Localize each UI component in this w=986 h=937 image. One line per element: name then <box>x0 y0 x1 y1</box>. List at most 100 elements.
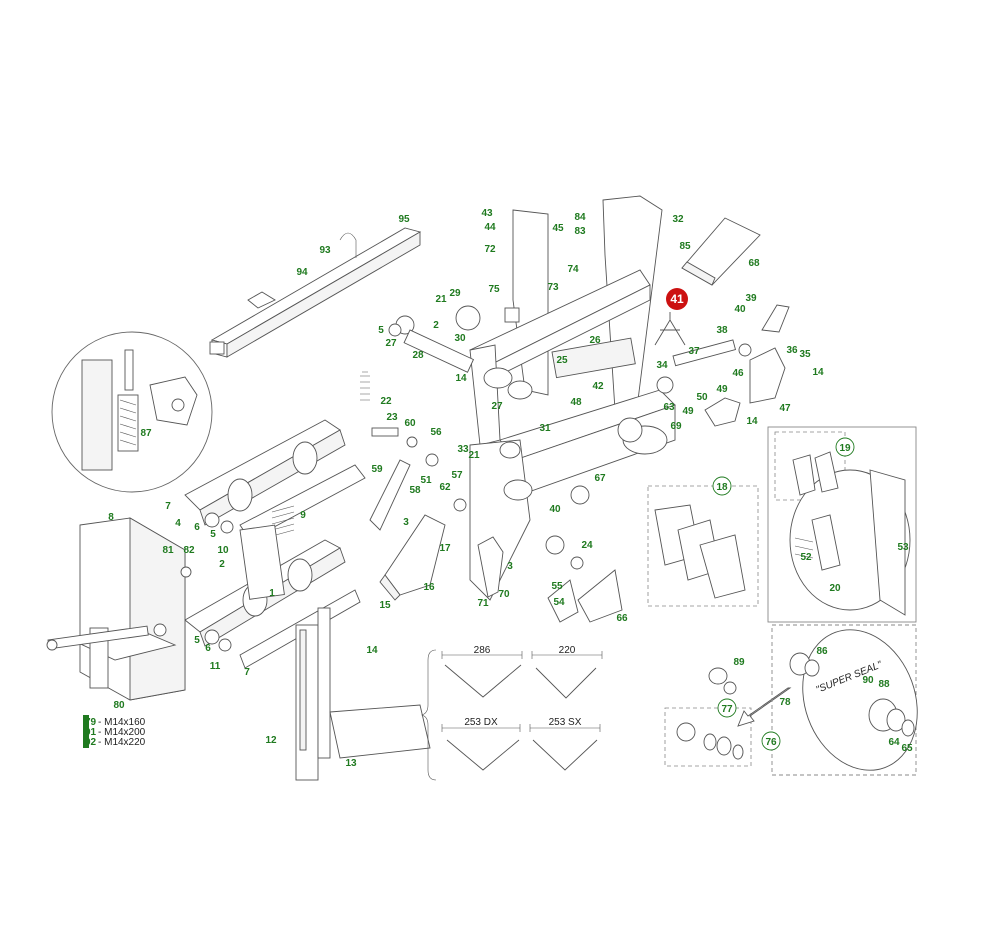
callout-label: 43 <box>481 208 493 219</box>
legend-num: 79 <box>85 717 97 728</box>
callout-label: 16 <box>423 582 435 593</box>
callout-label: 18 <box>716 482 728 493</box>
callout-label: 52 <box>800 552 812 563</box>
callout-label: 31 <box>539 423 551 434</box>
callout-label: 90 <box>862 675 874 686</box>
callout-label: 5 <box>378 325 384 336</box>
callout-label: 9 <box>300 510 306 521</box>
bolt-size-legend: 79 - M14x160 91 - M14x200 92 - M14x220 <box>83 715 146 748</box>
callout-label: 13 <box>345 758 357 769</box>
callout-circle <box>835 437 855 457</box>
legend-size: - M14x220 <box>98 737 146 748</box>
upper-right-parts <box>654 217 790 427</box>
callout-label: 46 <box>732 368 744 379</box>
callout-label: 71 <box>477 598 489 609</box>
callout-label: 76 <box>765 737 777 748</box>
scraper-assembly-19 <box>789 451 911 616</box>
callout-circle <box>761 731 781 751</box>
callout-label: 42 <box>592 381 604 392</box>
callout-label: 59 <box>371 464 383 475</box>
parallel-arm-upper <box>184 419 366 541</box>
callout-label: 49 <box>716 384 728 395</box>
callout-label: 21 <box>435 294 447 305</box>
callout-label: 74 <box>567 264 579 275</box>
legend-size: - M14x200 <box>98 727 146 738</box>
callout-label: 28 <box>412 350 424 361</box>
callout-label: 87 <box>140 428 152 439</box>
callout-label: 29 <box>449 288 461 299</box>
callout-label: 60 <box>404 418 416 429</box>
callout-label: 77 <box>721 704 733 715</box>
callout-label: 47 <box>779 403 791 414</box>
callout-label: 4 <box>175 518 181 529</box>
callout-label: 85 <box>679 241 691 252</box>
callout-label: 37 <box>688 346 700 357</box>
callout-label: 93 <box>319 245 331 256</box>
callout-label: 73 <box>547 282 559 293</box>
callout-label: 69 <box>670 421 682 432</box>
highlight-callout-41[interactable]: 41 <box>666 288 688 310</box>
callout-label: 84 <box>574 212 586 223</box>
group-box-77 <box>664 707 752 767</box>
dimension-253sx: 253 SX <box>529 717 601 771</box>
callout-label: 94 <box>296 267 308 278</box>
callout-circle <box>717 698 737 718</box>
dim-label: 253 SX <box>549 717 582 728</box>
callout-label: 22 <box>380 396 392 407</box>
legend-row-92: 92 - M14x220 <box>85 737 146 748</box>
central-frame <box>469 195 676 601</box>
callout-label: 24 <box>581 540 593 551</box>
shoes-54-66 <box>547 569 623 623</box>
arrow-icon <box>737 687 792 727</box>
scraper-bracket-59 <box>369 459 411 531</box>
drawbar-part <box>209 227 422 358</box>
scraper-blades-18 <box>654 504 746 599</box>
callout-label: 12 <box>265 735 277 746</box>
mounting-bracket <box>46 517 192 701</box>
callout-label: 44 <box>484 222 496 233</box>
depth-wheel-arm-70 <box>477 536 504 598</box>
callout-label: 82 <box>183 545 195 556</box>
callout-label: 36 <box>786 345 798 356</box>
disc-super-seal: "SUPER SEAL" <box>789 629 918 771</box>
callout-label: 72 <box>484 244 496 255</box>
callout-label: 67 <box>594 473 606 484</box>
callout-label: 23 <box>386 412 398 423</box>
callout-label: 21 <box>468 450 480 461</box>
callout-label: 62 <box>439 482 451 493</box>
callout-label: 5 <box>210 529 216 540</box>
dimension-253dx: 253 DX <box>441 717 521 771</box>
callout-label: 48 <box>570 397 582 408</box>
callout-label: 40 <box>734 304 746 315</box>
hub-89 <box>708 667 737 695</box>
callout-label: 3 <box>403 517 409 528</box>
callout-label: 68 <box>748 258 760 269</box>
misc-bolts-nuts <box>360 305 590 570</box>
callout-label: 66 <box>616 613 628 624</box>
depth-column <box>295 607 431 781</box>
callout-label: 6 <box>205 643 211 654</box>
callout-label: 34 <box>656 360 668 371</box>
callout-label: 14 <box>455 373 467 384</box>
highlight-badge-label: 41 <box>670 292 684 306</box>
callout-label: 27 <box>385 338 397 349</box>
callout-label: 35 <box>799 349 811 360</box>
callout-label: 81 <box>162 545 174 556</box>
callout-label: 53 <box>897 542 909 553</box>
scraper-assembly-16 <box>379 514 446 601</box>
highlight-badge[interactable] <box>666 288 688 310</box>
dim-label: 253 DX <box>464 717 498 728</box>
group-box-18 <box>647 485 759 607</box>
callout-label: 86 <box>816 646 828 657</box>
callout-label: 89 <box>733 657 745 668</box>
callout-label: 54 <box>553 597 565 608</box>
circled-callouts <box>712 437 855 751</box>
callout-label: 78 <box>779 697 791 708</box>
legend-num: 92 <box>85 737 97 748</box>
legend-num: 91 <box>85 727 97 738</box>
inner-box-19 <box>774 431 846 501</box>
legend-row-91: 91 - M14x200 <box>85 727 146 738</box>
legend-size: - M14x160 <box>98 717 146 728</box>
